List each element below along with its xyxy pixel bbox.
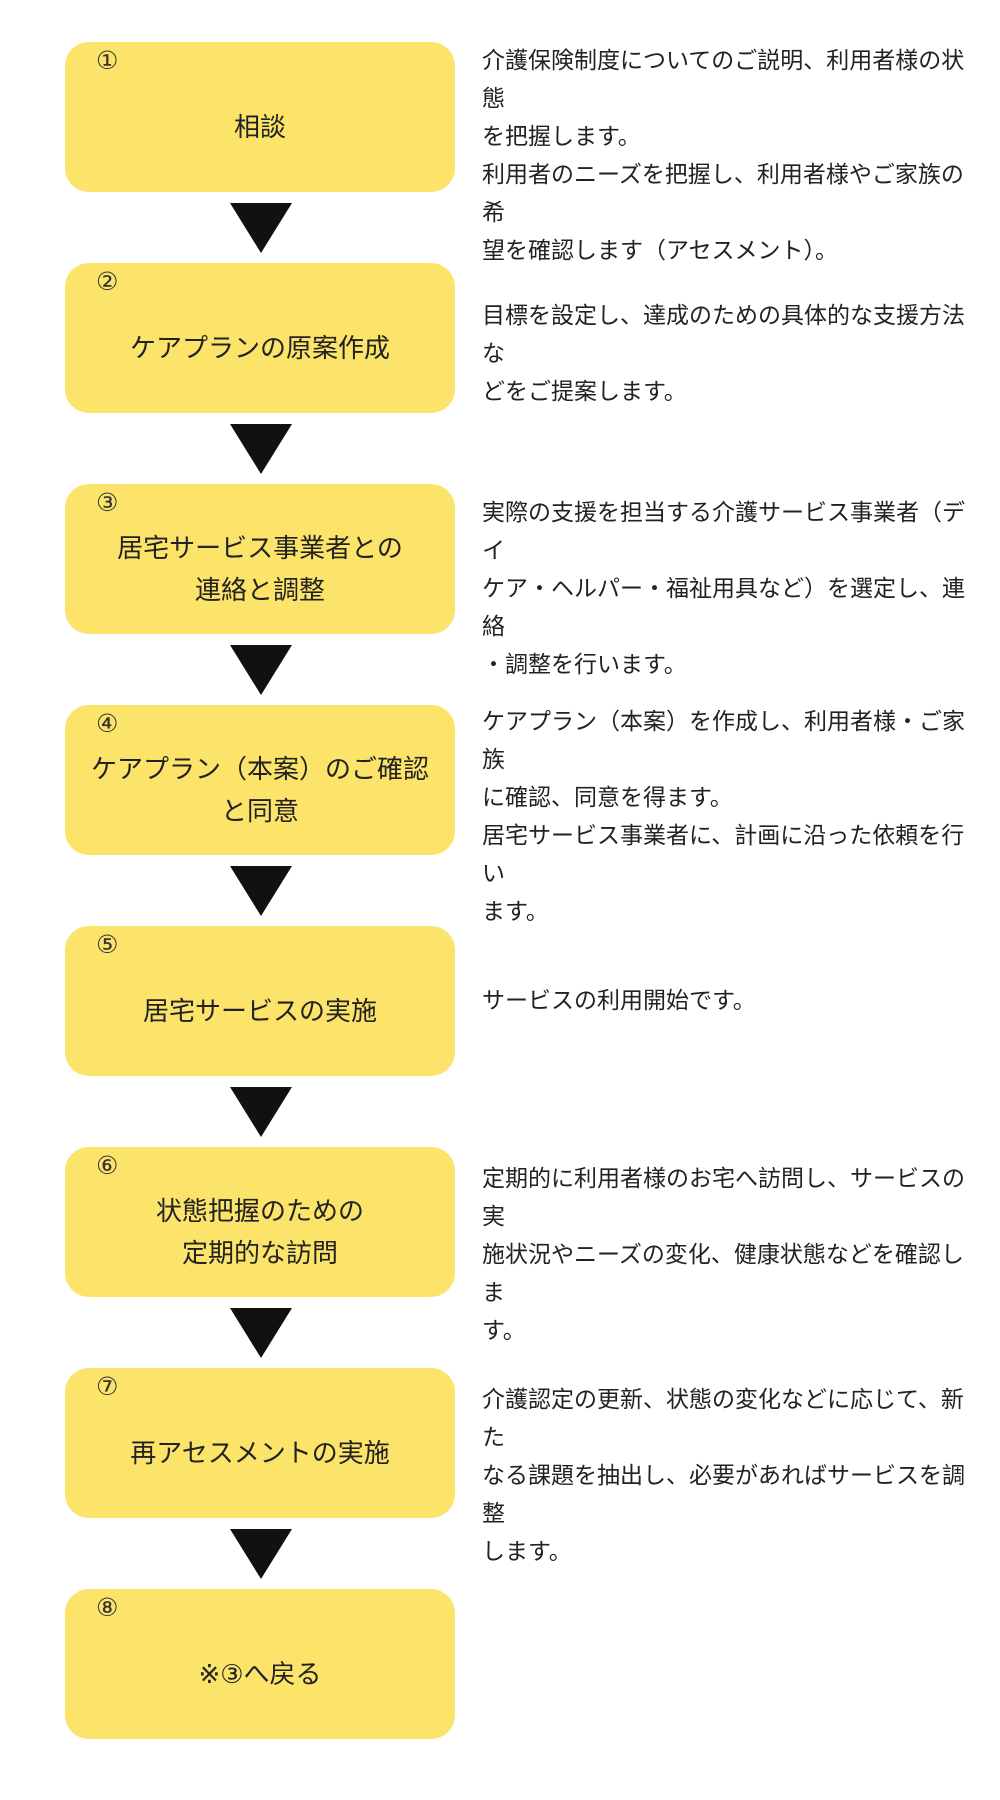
step-number-1: ①	[96, 46, 119, 75]
step-title-3: 居宅サービス事業者との 連絡と調整	[117, 534, 403, 606]
step-title-4: ケアプラン（本案）のご確認 と同意	[90, 755, 429, 827]
step-description-7: 介護認定の更新、状態の変化などに応じて、新た なる課題を抽出し、必要があればサー…	[482, 1387, 965, 1565]
step-title-8: ※③へ戻る	[198, 1660, 322, 1690]
step-box-6: ⑥ 状態把握のための 定期的な訪問	[65, 1147, 455, 1297]
step-number-4: ④	[96, 709, 119, 738]
flow-step-6: ⑥ 状態把握のための 定期的な訪問 定期的に利用者様のお宅へ訪問し、サービスの実…	[0, 1147, 1000, 1344]
step-title-7: 再アセスメントの実施	[130, 1439, 390, 1469]
step-number-7: ⑦	[96, 1372, 119, 1401]
flow-step-3: ③ 居宅サービス事業者との 連絡と調整 実際の支援を担当する介護サービス事業者（…	[0, 484, 1000, 678]
step-box-8: ⑧ ※③へ戻る	[65, 1589, 455, 1739]
step-title-5: 居宅サービスの実施	[142, 997, 377, 1027]
down-arrow-icon	[230, 1087, 292, 1137]
step-box-3: ③ 居宅サービス事業者との 連絡と調整	[65, 484, 455, 634]
flow-step-8: ⑧ ※③へ戻る	[0, 1589, 1000, 1739]
step-description-4: ケアプラン（本案）を作成し、利用者様・ご家族 に確認、同意を得ます。 居宅サービ…	[482, 709, 965, 925]
step-box-1: ① 相談	[65, 42, 455, 192]
step-description-2: 目標を設定し、達成のための具体的な支援方法な どをご提案します。	[482, 303, 965, 405]
flow-step-1: ① 相談 介護保険制度についてのご説明、利用者様の状態 を把握します。 利用者の…	[0, 42, 1000, 264]
step-number-8: ⑧	[96, 1593, 119, 1622]
step-description-5: サービスの利用開始です。	[482, 988, 756, 1014]
step-description-6: 定期的に利用者様のお宅へ訪問し、サービスの実 施状況やニーズの変化、健康状態など…	[482, 1166, 965, 1344]
flow-step-2: ② ケアプランの原案作成 目標を設定し、達成のための具体的な支援方法な どをご提…	[0, 263, 1000, 413]
step-number-3: ③	[96, 488, 119, 517]
step-number-5: ⑤	[96, 930, 119, 959]
down-arrow-icon	[230, 866, 292, 916]
down-arrow-icon	[230, 203, 292, 253]
step-title-2: ケアプランの原案作成	[129, 334, 390, 364]
flow-step-7: ⑦ 再アセスメントの実施 介護認定の更新、状態の変化などに応じて、新た なる課題…	[0, 1368, 1000, 1565]
step-title-6: 状態把握のための 定期的な訪問	[155, 1197, 364, 1269]
step-box-7: ⑦ 再アセスメントの実施	[65, 1368, 455, 1518]
step-box-2: ② ケアプランの原案作成	[65, 263, 455, 413]
step-number-2: ②	[96, 267, 119, 296]
down-arrow-icon	[230, 1308, 292, 1358]
step-number-6: ⑥	[96, 1151, 119, 1180]
step-description-1: 介護保険制度についてのご説明、利用者様の状態 を把握します。 利用者のニーズを把…	[482, 48, 965, 264]
down-arrow-icon	[230, 1529, 292, 1579]
down-arrow-icon	[230, 424, 292, 474]
down-arrow-icon	[230, 645, 292, 695]
step-box-4: ④ ケアプラン（本案）のご確認 と同意	[65, 705, 455, 855]
step-box-5: ⑤ 居宅サービスの実施	[65, 926, 455, 1076]
step-title-1: 相談	[233, 113, 286, 143]
flow-step-5: ⑤ 居宅サービスの実施 サービスの利用開始です。	[0, 926, 1000, 1076]
step-description-3: 実際の支援を担当する介護サービス事業者（デイ ケア・ヘルパー・福祉用具など）を選…	[482, 500, 965, 678]
flow-step-4: ④ ケアプラン（本案）のご確認 と同意 ケアプラン（本案）を作成し、利用者様・ご…	[0, 705, 1000, 925]
